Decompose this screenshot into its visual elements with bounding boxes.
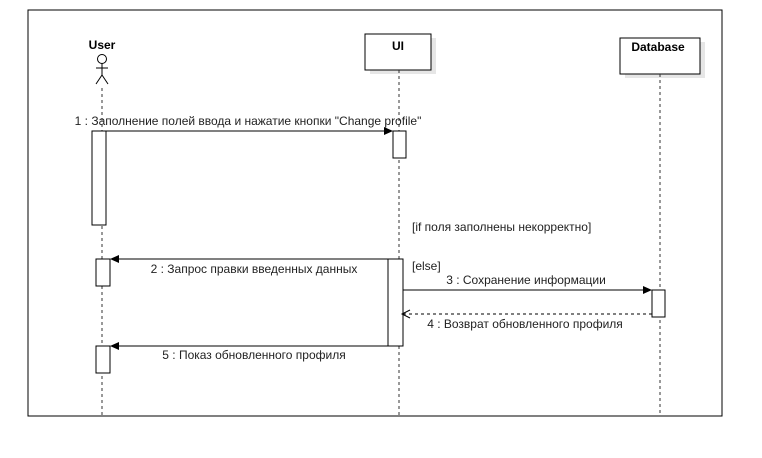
message-5-label: 5 : Показ обновленного профиля <box>162 348 345 362</box>
message-1-arrowhead <box>384 127 393 135</box>
diagram-frame <box>27 9 723 417</box>
ui-box <box>364 33 432 71</box>
database-activation <box>651 289 666 318</box>
message-1-label: 1 : Заполнение полей ввода и нажатие кно… <box>75 114 422 128</box>
message-3-arrowhead <box>643 286 652 294</box>
ui-activation-1 <box>392 130 407 159</box>
message-4: 4 : Возврат обновленного профиля <box>400 309 652 331</box>
message-5: 5 : Показ обновленного профиля <box>110 342 388 362</box>
message-3-label: 3 : Сохранение информации <box>446 273 606 287</box>
message-2-arrowhead <box>110 255 119 263</box>
user-activation-1 <box>91 130 107 226</box>
database-participant: Database <box>619 37 705 78</box>
database-label: Database <box>631 40 685 54</box>
user-actor: User <box>89 38 116 85</box>
ui-participant: UI <box>364 33 436 74</box>
message-2-label: 2 : Запрос правки введенных данных <box>151 262 358 276</box>
ui-label: UI <box>392 39 404 53</box>
guard-incorrect: [if поля заполнены некорректно] <box>412 220 591 234</box>
message-5-arrowhead <box>110 342 119 350</box>
user-activation-3 <box>95 345 111 374</box>
user-label: User <box>89 38 116 52</box>
message-1: 1 : Заполнение полей ввода и нажатие кно… <box>75 114 422 135</box>
message-2: 2 : Запрос правки введенных данных <box>110 255 388 276</box>
guard-else: [else] <box>412 259 441 273</box>
ui-activation-2 <box>387 258 404 347</box>
user-activation-2 <box>95 258 111 287</box>
message-4-arrowhead <box>400 309 411 319</box>
message-3: 3 : Сохранение информации <box>403 273 652 294</box>
actor-icon <box>95 54 109 85</box>
message-4-label: 4 : Возврат обновленного профиля <box>427 317 623 331</box>
database-box <box>619 37 701 75</box>
